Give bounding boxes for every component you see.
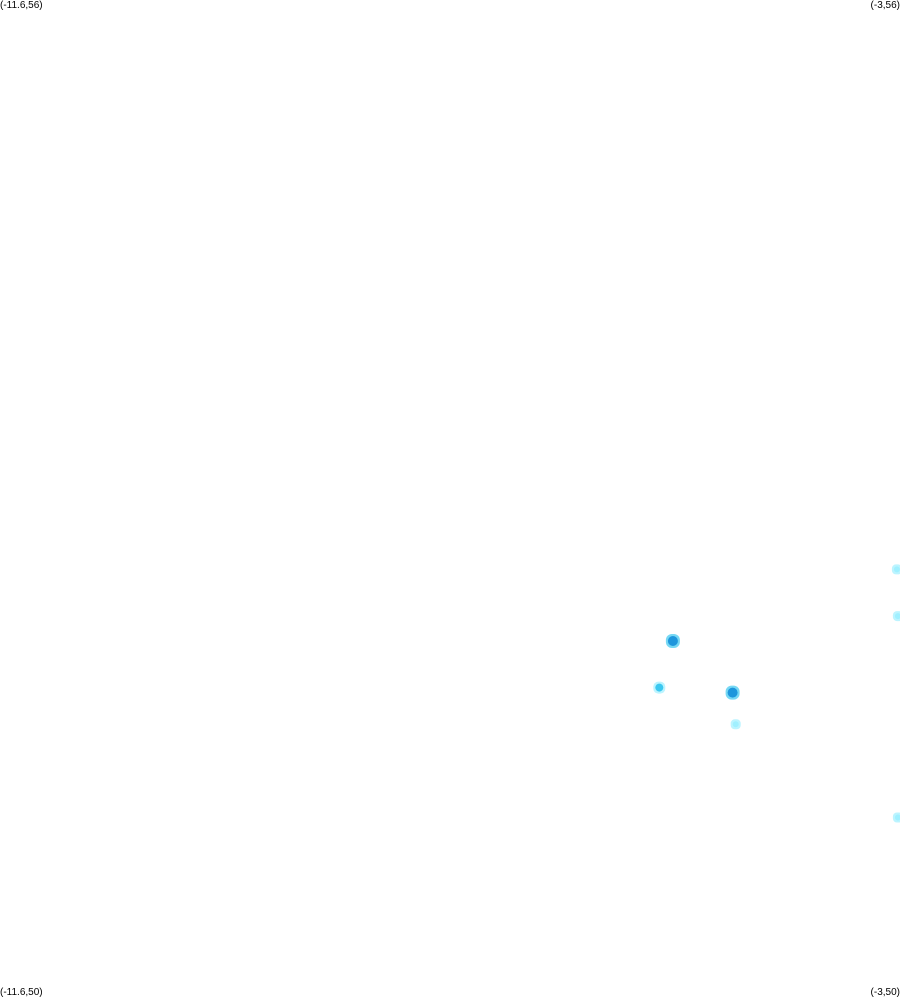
corner-label-bottom-right: (-3,50): [870, 987, 900, 998]
map-point-marker: [667, 636, 678, 646]
map-point-3: [653, 681, 666, 694]
corner-label-bottom-left: (-11.6,50): [0, 987, 43, 998]
corner-label-top-left: (-11.6,56): [0, 0, 43, 11]
map-point-7: [892, 812, 900, 823]
map-point-marker: [727, 687, 738, 698]
map-point-4: [730, 719, 741, 730]
map-point-marker: [894, 814, 900, 821]
map-point-6: [892, 611, 900, 622]
map-point-5: [891, 564, 900, 575]
map-point-marker: [732, 721, 739, 728]
map-point-marker: [894, 613, 900, 620]
map-point-marker: [655, 683, 664, 692]
map-point-1: [665, 634, 680, 648]
map-point-2: [725, 685, 740, 700]
corner-label-top-right: (-3,56): [870, 0, 900, 11]
map-point-marker: [893, 566, 900, 573]
